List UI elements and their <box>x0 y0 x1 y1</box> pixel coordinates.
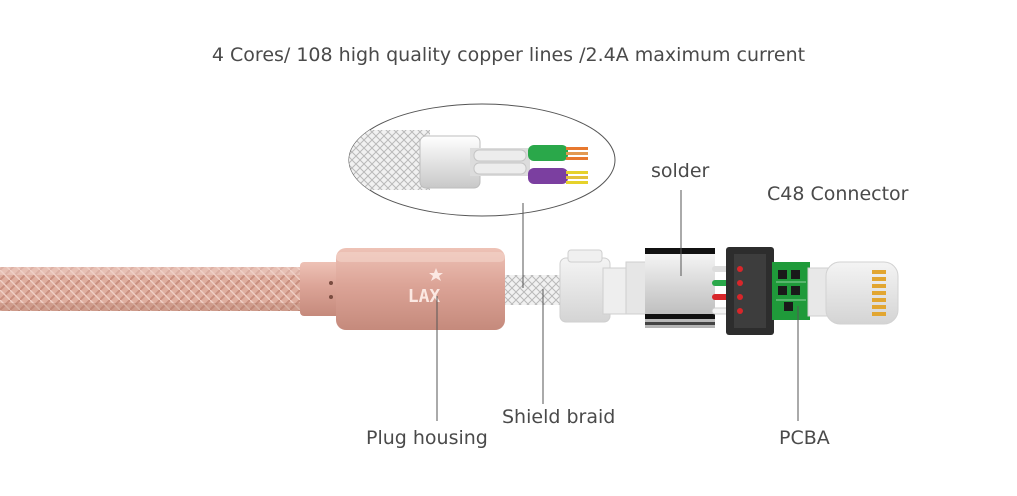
shield-braid-label: Shield braid <box>502 406 616 428</box>
connector-label: C48 Connector <box>767 183 909 205</box>
copper-strands <box>566 147 588 184</box>
plug-housing-label: Plug housing <box>366 427 488 449</box>
cable-crosssection-callout <box>348 103 616 217</box>
metal-shell <box>645 248 715 328</box>
strain-relief <box>300 262 340 316</box>
headline: 4 Cores/ 108 high quality copper lines /… <box>211 44 806 66</box>
gold-pins <box>872 270 886 316</box>
lax-logo: LAX <box>408 268 443 307</box>
svg-text:LAX: LAX <box>408 286 441 307</box>
star-icon <box>429 268 443 281</box>
c48-connector <box>726 247 774 335</box>
solder-label: solder <box>651 160 710 182</box>
pcba-label: PCBA <box>779 427 830 449</box>
braided-cable <box>0 267 318 311</box>
leader-lines <box>436 190 799 421</box>
inner-mold <box>559 249 647 323</box>
plug-housing: LAX <box>336 248 505 330</box>
lightning-plug-tip <box>807 261 899 325</box>
pcba-board <box>772 262 810 320</box>
